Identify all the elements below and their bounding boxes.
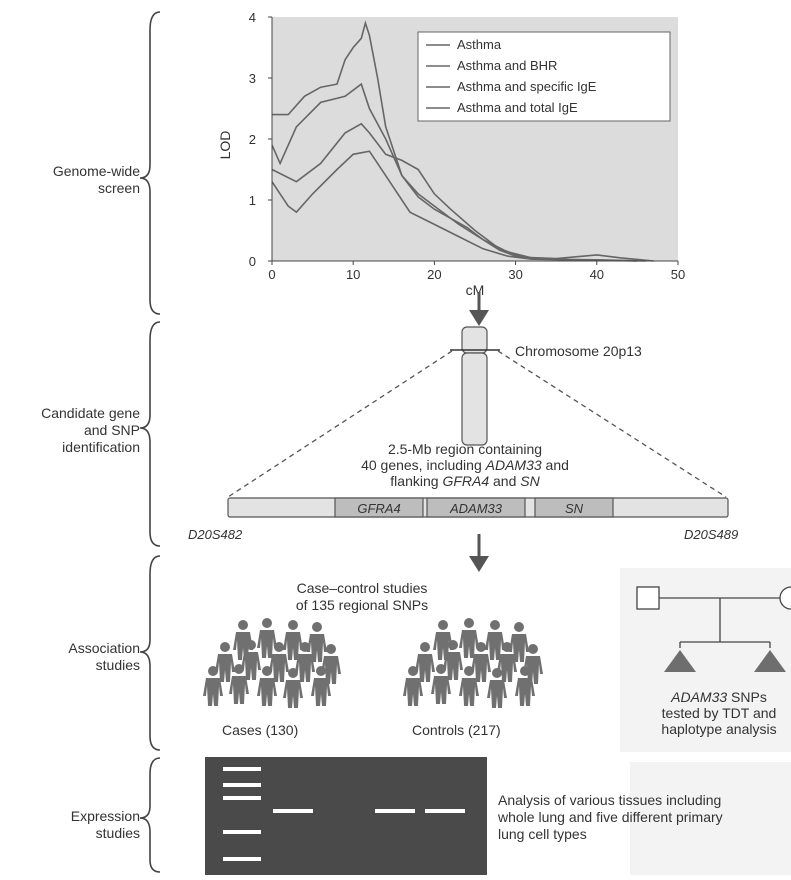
series-line-3 bbox=[271, 150, 638, 262]
person-icon bbox=[459, 618, 479, 658]
ladder-band bbox=[223, 830, 261, 834]
y-tick-label: 3 bbox=[249, 71, 256, 86]
case-control-title: Case–control studies of 135 regional SNP… bbox=[295, 580, 429, 613]
brace-association bbox=[139, 555, 161, 751]
x-tick-label: 20 bbox=[427, 267, 441, 282]
family-caption: ADAM33 SNPs tested by TDT and haplotype … bbox=[661, 689, 777, 737]
y-tick-label: 0 bbox=[249, 254, 256, 269]
chromosome-20 bbox=[450, 326, 500, 446]
stage-label-genome: Genome-wide screen bbox=[52, 163, 140, 196]
ladder-band bbox=[223, 796, 261, 800]
series-line-4 bbox=[271, 122, 654, 262]
controls-crowd bbox=[403, 618, 543, 708]
gene-sn-box bbox=[534, 497, 614, 518]
people-crowds bbox=[203, 618, 543, 708]
stage-label-expression: Expression studies bbox=[70, 808, 140, 841]
y-axis-label: LOD bbox=[217, 131, 233, 160]
gel-image bbox=[205, 757, 487, 875]
gene-label-sn: SN bbox=[565, 501, 584, 516]
pedigree-father bbox=[636, 586, 660, 610]
y-tick-label: 2 bbox=[249, 132, 256, 147]
gene-gfra4-box bbox=[334, 497, 424, 518]
x-tick-label: 30 bbox=[508, 267, 522, 282]
person-icon bbox=[257, 618, 277, 658]
series-line-1 bbox=[272, 20, 646, 262]
x-tick-label: 40 bbox=[590, 267, 604, 282]
x-tick-label: 0 bbox=[268, 267, 275, 282]
brace-expression bbox=[139, 757, 161, 873]
controls-label: Controls (217) bbox=[412, 722, 501, 738]
pedigree-mother bbox=[779, 586, 791, 610]
stage-label-association: Association studies bbox=[68, 640, 140, 673]
y-tick-label: 1 bbox=[249, 193, 256, 208]
x-tick-label: 50 bbox=[671, 267, 685, 282]
pedigree-child-1 bbox=[664, 650, 696, 672]
legend-label: Asthma and specific IgE bbox=[457, 79, 597, 94]
stage-label-candidate: Candidate gene and SNP identification bbox=[41, 405, 140, 455]
gene-label-adam33: ADAM33 bbox=[449, 501, 503, 516]
y-tick-label: 4 bbox=[249, 10, 256, 25]
brace-genome bbox=[139, 11, 161, 315]
expression-panel bbox=[630, 762, 791, 875]
chromosome-label: Chromosome 20p13 bbox=[515, 343, 642, 359]
x-tick-label: 10 bbox=[346, 267, 360, 282]
ladder-band bbox=[223, 767, 261, 771]
gene-label-gfra4: GFRA4 bbox=[357, 501, 400, 516]
ladder-band bbox=[223, 783, 261, 787]
expression-description: Analysis of various tissues including wh… bbox=[498, 792, 723, 842]
sample-band bbox=[375, 809, 415, 813]
legend-label: Asthma and total IgE bbox=[457, 100, 578, 115]
cases-label: Cases (130) bbox=[222, 722, 299, 738]
person-icon bbox=[415, 642, 435, 682]
gene-adam33-box bbox=[426, 497, 526, 518]
legend-label: Asthma and BHR bbox=[457, 58, 557, 73]
ladder-band bbox=[223, 857, 261, 861]
pedigree-diagram bbox=[636, 586, 791, 672]
pedigree-child-2 bbox=[754, 650, 786, 672]
region-description: 2.5-Mb region containing 40 genes, inclu… bbox=[361, 441, 569, 489]
sample-band bbox=[273, 809, 313, 813]
marker-left: D20S482 bbox=[188, 527, 243, 542]
down-arrow-2 bbox=[469, 534, 489, 572]
region-bar: GFRA4 ADAM33 SN bbox=[227, 497, 729, 518]
legend-label: Asthma bbox=[457, 37, 502, 52]
down-arrow-1 bbox=[469, 292, 489, 326]
cases-crowd bbox=[203, 618, 341, 708]
chromosome-region-diagram: GFRA4 ADAM33 SN D20S482 D20S489 bbox=[188, 326, 738, 542]
sample-band bbox=[425, 809, 465, 813]
marker-right: D20S489 bbox=[684, 527, 738, 542]
gel-bands bbox=[223, 767, 465, 861]
